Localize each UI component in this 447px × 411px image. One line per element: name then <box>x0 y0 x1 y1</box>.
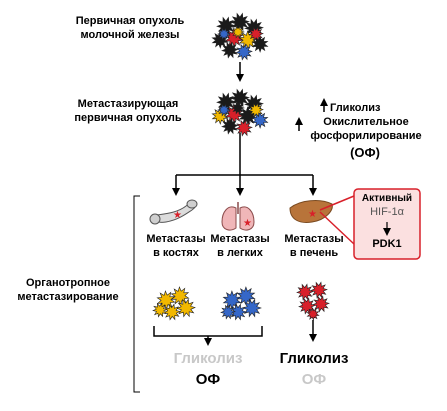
tumor-cell-shape <box>170 286 190 306</box>
primary-tumor-label: Первичная опухоль молочной железы <box>75 15 185 41</box>
tumor-cell-shape <box>221 117 239 135</box>
pathway-link <box>319 195 355 211</box>
outcome-right-glycolysis: Гликолиз <box>279 350 349 367</box>
outcome-right-oxphos: ОФ <box>301 371 327 388</box>
pathway-pdk1-label: PDK1 <box>372 238 402 250</box>
tumor-cell-shape <box>312 295 330 313</box>
tumor-cell-shape <box>220 304 236 320</box>
outcome-left-glycolysis: Гликолиз <box>173 350 243 367</box>
liver-metastasis-cluster <box>296 281 330 321</box>
lung-metastasis-cluster <box>220 286 262 321</box>
pathway-link-lower <box>319 211 355 245</box>
tumor-cell-shape <box>221 41 239 59</box>
tumor-cell-shape <box>296 283 314 301</box>
lung-icon: ★ <box>221 202 255 231</box>
pathway-hif-label: HIF-1α <box>370 206 404 218</box>
tumor-cell-shape <box>217 27 231 41</box>
tumor-cell-shape <box>298 297 316 315</box>
tumor-cell-shape <box>251 35 269 53</box>
tumor-cell-shape <box>163 303 181 321</box>
outcome-left-oxphos: ОФ <box>195 371 221 388</box>
metastatic-tumor-cluster <box>211 88 269 137</box>
organotropic-label: Органотропное метастазирование <box>17 277 119 303</box>
bone-metastasis-cluster <box>152 286 196 321</box>
tumor-cell-shape <box>235 119 253 137</box>
tumor-cell-shape <box>222 290 242 310</box>
tumor-cell-shape <box>306 307 320 321</box>
liver-icon: ★ <box>289 200 333 223</box>
metastatic-tumor-label: Метастазирующая первичная опухоль <box>74 98 182 124</box>
bone-icon: ★ <box>149 199 198 225</box>
bone-lung-bracket <box>153 326 263 337</box>
upregulated-oxphos: Окислительное фосфорилирование <box>310 116 422 142</box>
lung-metastasis-label: Метастазы в легких <box>210 233 270 259</box>
organotropic-bracket <box>133 195 140 393</box>
tumor-cell-shape <box>231 101 245 115</box>
tumor-cell-shape <box>248 102 264 118</box>
tumor-cell-shape <box>217 103 231 117</box>
upregulated-glycolysis: Гликолиз <box>330 102 381 114</box>
tumor-cell-shape <box>235 43 253 61</box>
tumor-cell-shape <box>310 281 328 299</box>
svg-text:★: ★ <box>308 209 317 220</box>
primary-tumor-cluster <box>211 12 269 61</box>
tumor-cell-shape <box>176 298 196 318</box>
svg-text:★: ★ <box>173 210 182 221</box>
tumor-cell-shape <box>156 290 176 310</box>
tumor-cell-shape <box>231 25 245 39</box>
bone-metastasis-label: Метастазы в костях <box>146 233 206 259</box>
tumor-cell-shape <box>152 302 168 318</box>
svg-text:★: ★ <box>243 218 252 229</box>
upregulated-oxphos-abbr: (ОФ) <box>350 145 380 160</box>
pathway-active-label: Активный <box>361 193 413 204</box>
tumor-cell-shape <box>248 26 264 42</box>
tumor-cell-shape <box>251 111 269 129</box>
liver-metastasis-label: Метастазы в печень <box>284 233 344 259</box>
